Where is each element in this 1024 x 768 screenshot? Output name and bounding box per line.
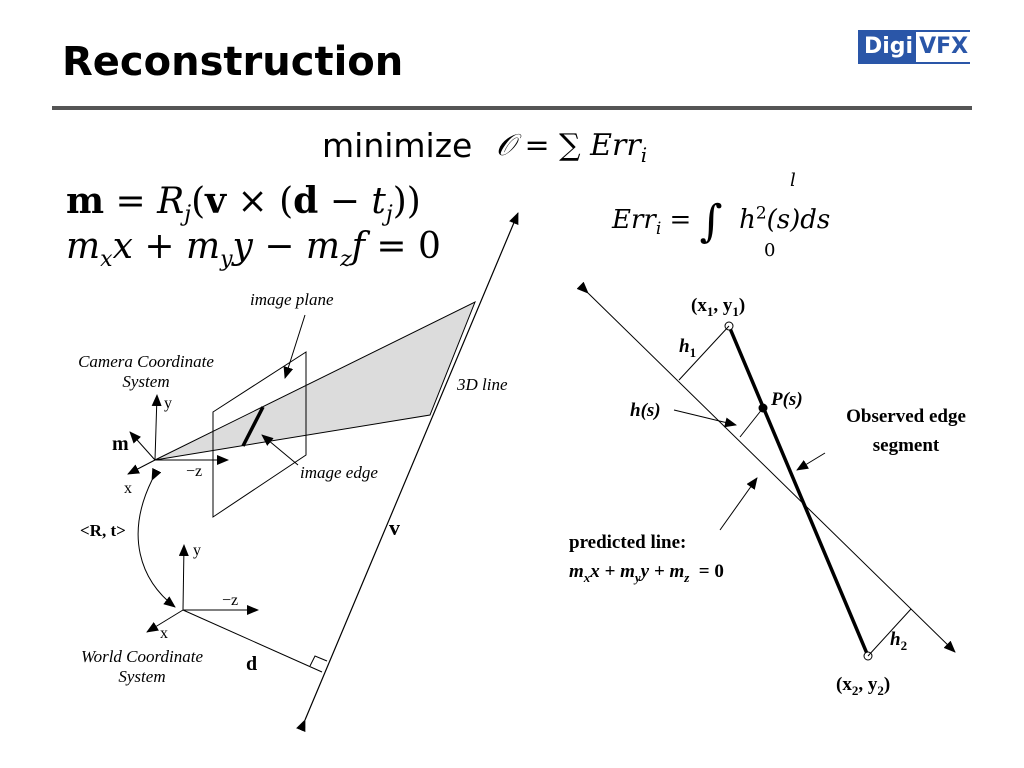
eq1-times: × (	[226, 181, 294, 222]
logo-part-2: VFX	[916, 32, 973, 62]
camera-coord-label-2: System	[122, 372, 169, 391]
d-label: d	[246, 653, 257, 675]
3d-line-axis	[296, 212, 519, 733]
h1-label: h1	[679, 336, 696, 360]
objective-equation: 𝒪 = ∑ Erri	[496, 128, 647, 167]
h2-label: h2	[890, 629, 907, 653]
3d-line-label: 3D line	[456, 375, 508, 394]
predicted-label-1: predicted line:	[569, 532, 686, 553]
eq1-v: v	[205, 180, 227, 222]
h1-perpendicular	[678, 325, 730, 381]
objective-lhs: 𝒪	[496, 128, 515, 163]
camera-m-arrow	[129, 431, 156, 461]
image-edge-label: image edge	[300, 463, 378, 482]
camera-y-label: y	[164, 395, 172, 412]
objective-sum: ∑	[559, 128, 581, 163]
observed-pointer	[796, 452, 826, 471]
minimize-word: minimize	[322, 126, 473, 165]
world-x-label: x	[160, 625, 168, 642]
eq3-i: i	[655, 219, 662, 240]
camera-z-label: −z	[186, 463, 202, 480]
endpoint-2-label: (x2, y2)	[836, 674, 890, 698]
ps-label: P(s)	[770, 389, 803, 410]
title-rule	[52, 106, 972, 110]
eq3-rest: (s)ds	[766, 205, 831, 235]
camera-x-label: x	[124, 480, 132, 497]
world-x-axis	[146, 609, 184, 633]
objective-term: Err	[590, 128, 641, 163]
eq3-err: Err	[612, 205, 656, 235]
eq2-x: x	[112, 226, 133, 267]
predicted-line	[576, 281, 956, 653]
digivfx-logo: Digi VFX	[858, 30, 973, 64]
v-label: v	[389, 515, 400, 540]
eq3-upper: l	[790, 170, 796, 191]
eq1-open: (	[191, 181, 206, 222]
left-figure: image plane Camera Coordinate System 3D …	[78, 212, 519, 733]
d-vector	[182, 609, 323, 673]
eq3-lower: 0	[764, 240, 776, 261]
eq2-minus: −	[252, 226, 306, 267]
eq2-y-sub: y	[220, 247, 233, 273]
right-figure: (x1, y1) h1 P(s) h(s) Observed edge segm…	[569, 281, 966, 698]
predicted-pointer	[719, 477, 758, 531]
objective-sub: i	[640, 143, 648, 167]
rt-transform-arrow	[137, 467, 176, 608]
objective-eq: =	[524, 128, 550, 163]
world-z-label: −z	[222, 592, 238, 609]
world-y-label: y	[193, 542, 201, 559]
logo-part-1: Digi	[860, 32, 917, 62]
eq3-eq: =	[661, 205, 700, 235]
camera-coord-label-1: Camera Coordinate	[78, 352, 214, 371]
hs-perpendicular	[739, 407, 764, 438]
eq3-integral: ∫	[699, 196, 723, 247]
eq1-m: m	[66, 180, 105, 222]
predicted-equation: mxx + myy + mz = 0	[569, 561, 724, 585]
rt-label: <R, t>	[80, 521, 126, 540]
observed-label-1: Observed edge	[846, 406, 966, 427]
eq1-t: t	[371, 181, 386, 222]
world-coord-label-2: System	[118, 667, 165, 686]
equation-error: Erri = ∫ l 0 h2(s)ds	[612, 170, 831, 261]
eq1-eq: =	[104, 181, 158, 222]
eq2-mx: m	[66, 226, 101, 267]
view-triangle	[154, 300, 476, 461]
hs-label: h(s)	[630, 400, 661, 421]
image-edge-segment	[241, 406, 265, 447]
eq3-sq: 2	[755, 203, 767, 224]
h2-perpendicular	[867, 608, 912, 657]
eq2-plus: +	[132, 226, 186, 267]
eq1-j: j	[184, 202, 192, 228]
world-y-axis	[178, 544, 189, 611]
observed-edge-segment	[727, 325, 870, 657]
image-edge-pointer	[261, 434, 299, 466]
eq3-h: h	[739, 205, 756, 235]
observed-label-2: segment	[873, 435, 940, 456]
m-label: m	[112, 433, 129, 455]
hs-pointer	[673, 409, 737, 428]
camera-x-axis	[127, 459, 156, 475]
endpoint-1-label: (x1, y1)	[691, 295, 745, 319]
image-plane-label: image plane	[250, 290, 334, 309]
image-plane-pointer	[283, 314, 306, 379]
right-angle-mark	[309, 655, 328, 667]
eq1-R: R	[157, 181, 185, 222]
world-coord-label-1: World Coordinate	[81, 647, 203, 666]
camera-y-axis	[151, 394, 162, 461]
eq2-y: y	[232, 226, 253, 267]
eq2-x-sub: x	[100, 247, 113, 273]
eq2-my: m	[185, 226, 221, 267]
slide-title: Reconstruction	[62, 39, 404, 85]
